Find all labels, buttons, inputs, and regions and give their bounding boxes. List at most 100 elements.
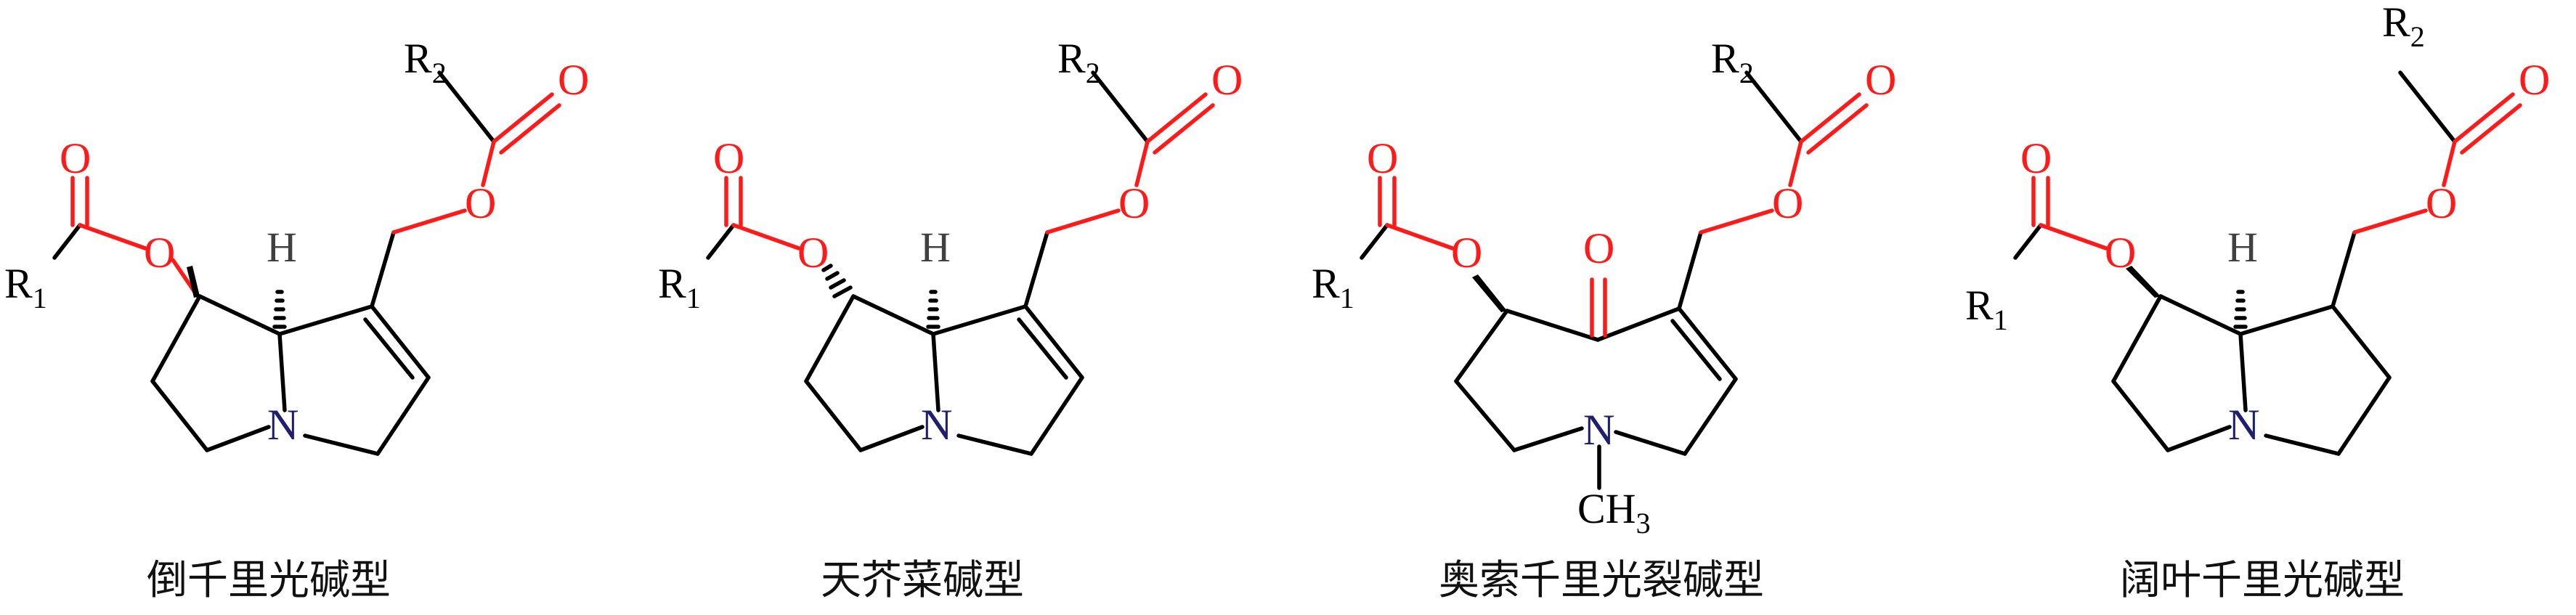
caption-structure-4: 阔叶千里光碱型 [2120,557,2405,604]
carbonyl-bond-2b [1806,103,1869,155]
carbonyl-bond-2a [1799,92,1861,144]
ch2-bond [1023,230,1049,309]
acyl-r1-bond [1360,223,1389,260]
ring-bond [2158,294,2243,336]
ring-bond [1454,309,1509,383]
ester-o-bond-4 [1134,139,1150,187]
o-atom: O [1367,134,1398,182]
o-atom: O [2105,229,2136,277]
ring-bond [1512,426,1584,452]
structure-1-retronecine: O O O O N H R1 R2 [4,35,589,456]
ring-bond [150,294,202,383]
acyl-r1-bond [2013,223,2043,260]
ring-double-bond [1677,306,1738,381]
ring-bond [2238,332,2248,412]
h-atom: H [2227,224,2258,271]
ring-bond [198,294,282,336]
ring-double-bond [1023,304,1084,380]
o-atom: O [1211,56,1243,104]
ester-o-bond-1 [731,223,801,251]
n-atom: N [267,401,298,449]
r1-group: R1 [1965,282,2008,336]
acyl-r2-bond [2398,70,2457,144]
carbonyl-bond-2a [1145,92,1208,144]
ring-bond [150,379,209,452]
h-atom: H [920,224,951,271]
carbonyl-bond-2a [492,92,554,144]
ester-o-bond-3 [391,208,467,235]
o-atom: O [465,179,496,227]
caption-structure-2: 天芥菜碱型 [821,557,1024,604]
caption-structure-3: 奥索千里光裂碱型 [1439,557,1764,604]
ketone-o-atom: O [1583,224,1614,272]
o-atom: O [144,229,175,277]
ring-bond [804,294,856,383]
acyl-r1-bond [52,223,82,260]
ring-bond [2238,304,2335,336]
o-atom: O [1865,56,1896,104]
ring-double-bond-inner [1670,319,1722,381]
ch3-group: CH3 [1577,485,1651,539]
stereo-wedge [2126,266,2161,298]
ring-bond [956,433,1033,456]
ring-bond [2111,294,2163,383]
ring-bond [303,433,380,456]
o-atom: O [558,56,589,104]
o-atom: O [2426,179,2457,227]
ring-bond [2264,433,2341,456]
ring-bond [1454,379,1516,452]
r2-group: R2 [404,35,447,89]
structure-3-otonecine: O O O O O N CH3 R1 R2 [1312,35,1896,539]
ester-o-bond-3 [1045,208,1121,235]
ch2-bond [2331,230,2357,309]
carbonyl-bond-2b [499,103,561,155]
stereo-wedge [1472,274,1507,312]
stereo-hash-h [2233,290,2248,329]
ring-bond [931,304,1028,336]
ring-bond [375,375,431,456]
n-atom: N [921,401,952,449]
ring-bond [2331,304,2392,380]
caption-structure-1: 倒千里光碱型 [147,557,391,604]
ring-bond [2166,425,2232,452]
r2-group: R2 [1711,35,1754,89]
h-atom: H [267,224,297,271]
ring-bond [1596,306,1681,342]
ester-o-bond-4 [481,139,496,187]
ring-double-bond-inner [363,317,415,380]
ring-double-bond-inner [1017,317,1068,380]
ring-bond [851,294,935,336]
r1-group: R1 [4,260,47,314]
o-atom: O [797,229,829,277]
carbonyl-bond-2b [2460,103,2522,155]
ring-bond [858,425,925,452]
n-atom: N [1583,406,1614,454]
ring-bond [205,425,271,452]
ring-double-bond [370,304,431,380]
structure-2-heliotridine: O O O O N H R1 R2 [658,35,1243,456]
o-atom: O [60,134,91,182]
ring-bond [804,379,863,452]
o-atom: O [2020,134,2052,182]
r2-group: R2 [1057,35,1100,89]
r2-group: R2 [2382,0,2425,53]
ring-bond [2111,379,2170,452]
r1-group: R1 [1312,260,1354,314]
o-atom: O [1772,179,1803,227]
ester-o-bond-1 [78,223,147,251]
ester-o-bond-4 [1788,139,1803,187]
stereo-wedge [187,266,200,298]
ester-o-bond-4 [2442,139,2457,187]
ring-bond [1029,375,1084,456]
stereo-hash-h [272,290,287,329]
acyl-r2-bond [437,70,496,144]
r1-group: R1 [658,260,701,314]
stereo-hash [821,264,853,298]
acyl-r1-bond [706,223,736,260]
ester-o-bond-1 [2039,223,2108,251]
ester-o-bond-3 [2352,208,2428,235]
ring-bond [931,332,940,412]
ring-bond [1614,430,1687,456]
o-atom: O [2519,56,2550,104]
